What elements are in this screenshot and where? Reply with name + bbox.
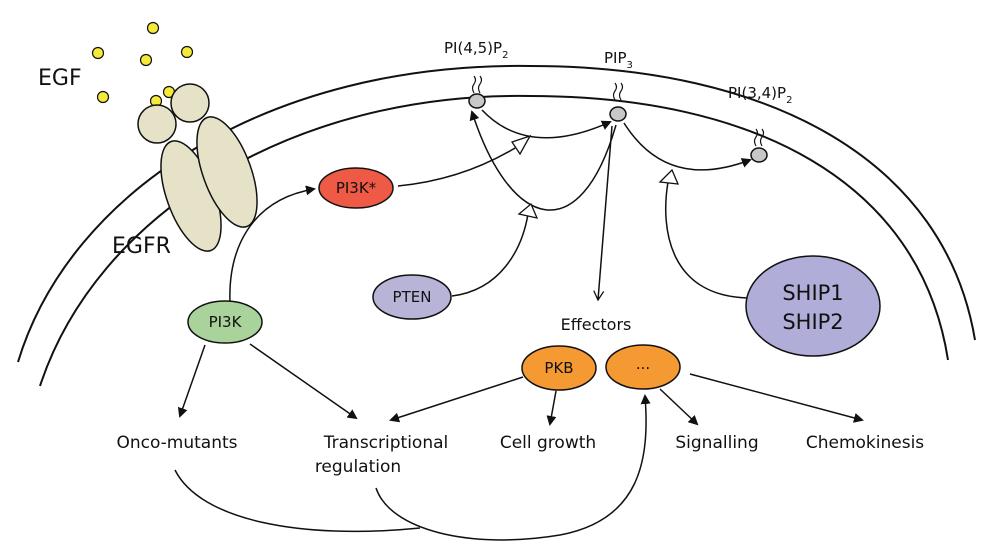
feedback-to-effectors-curve <box>375 394 651 541</box>
arrow-pip3-to-effectors <box>593 125 613 302</box>
pi3k-catalysis-head <box>510 134 532 156</box>
chemokinesis-label: Chemokinesis <box>806 433 924 453</box>
lipid-pi45p2-label: PI(4,5)P2 <box>444 39 508 61</box>
other-effectors-node: ... <box>605 344 681 390</box>
ship-catalysis-head <box>658 168 680 185</box>
other-effectors-label: ... <box>636 355 650 373</box>
pten-label: PTEN <box>393 288 432 306</box>
pten-node: PTEN <box>372 274 452 320</box>
ship1-label: SHIP1 <box>782 281 843 305</box>
egf-label: EGF <box>38 66 82 91</box>
ship2-label: SHIP2 <box>782 310 843 334</box>
arrow-pip3-to-pi45 <box>469 110 617 211</box>
ship-catalysis-link <box>665 181 749 299</box>
egfr-receptor <box>137 83 258 252</box>
membrane-outer <box>17 64 976 363</box>
effectors-label: Effectors <box>561 315 632 334</box>
ship-node: SHIP1 SHIP2 <box>745 255 881 357</box>
pi3k-node: PI3K <box>187 300 263 344</box>
pi3k-label: PI3K <box>209 313 243 331</box>
pi3k-active-label: PI3K* <box>336 179 377 197</box>
membrane-inner <box>39 94 949 387</box>
lipid-pip3-icon <box>609 82 627 122</box>
pten-catalysis-head <box>517 202 539 219</box>
feedback-onco-curve <box>174 469 421 533</box>
pi3k-catalysis-link <box>397 144 521 187</box>
egfr-label: EGFR <box>112 234 171 259</box>
regulation-label: regulation <box>315 457 401 477</box>
arrow-pip3-to-pi34 <box>623 122 752 171</box>
arrow-pi45-to-pip3 <box>481 109 612 139</box>
lipid-pi45p2-icon <box>468 75 486 109</box>
arrow-pi3k-activation <box>229 185 316 304</box>
pten-catalysis-link <box>451 213 529 297</box>
pkb-label: PKB <box>544 359 573 377</box>
arrow-pi3k-to-onco <box>177 344 206 418</box>
onco-mutants-label: Onco-mutants <box>116 433 237 453</box>
arrow-effectors-to-chemokinesis <box>689 373 864 423</box>
arrow-pkb-to-transcription <box>389 376 524 423</box>
cell-growth-label: Cell growth <box>500 433 596 453</box>
lipid-pi34p2-label: PI(3,4)P2 <box>728 84 792 106</box>
signalling-label: Signalling <box>675 433 758 453</box>
arrow-pi3k-to-transcription <box>249 343 358 420</box>
arrow-pkb-to-growth <box>546 390 557 426</box>
lipid-pip3-label: PIP3 <box>604 49 633 71</box>
arrow-effectors-to-signalling <box>659 388 699 426</box>
pi3k-active-node: PI3K* <box>318 167 394 209</box>
transcriptional-label: Transcriptional <box>323 433 448 453</box>
lipid-pi34p2-icon <box>750 128 768 163</box>
pkb-node: PKB <box>521 345 597 391</box>
